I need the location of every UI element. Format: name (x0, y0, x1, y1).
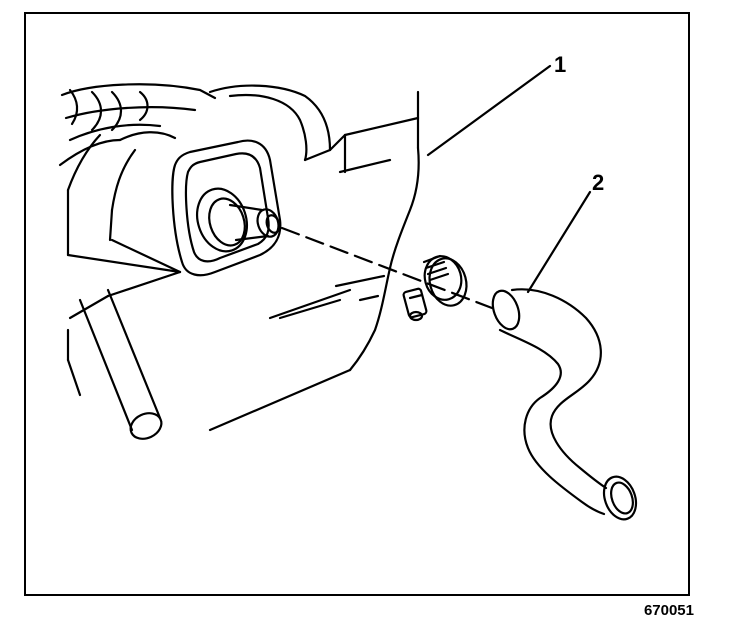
callout-1: 1 (554, 52, 567, 77)
figure-number: 670051 (643, 602, 694, 619)
callout-2: 2 (592, 170, 605, 195)
diagram-frame (24, 12, 690, 596)
hose-clamp (402, 254, 468, 322)
leader-line-2 (526, 190, 592, 294)
heater-hose (491, 288, 638, 521)
leader-line-1 (426, 64, 552, 157)
heater-outlet-fitting (171, 139, 282, 277)
engine-block (58, 83, 420, 440)
